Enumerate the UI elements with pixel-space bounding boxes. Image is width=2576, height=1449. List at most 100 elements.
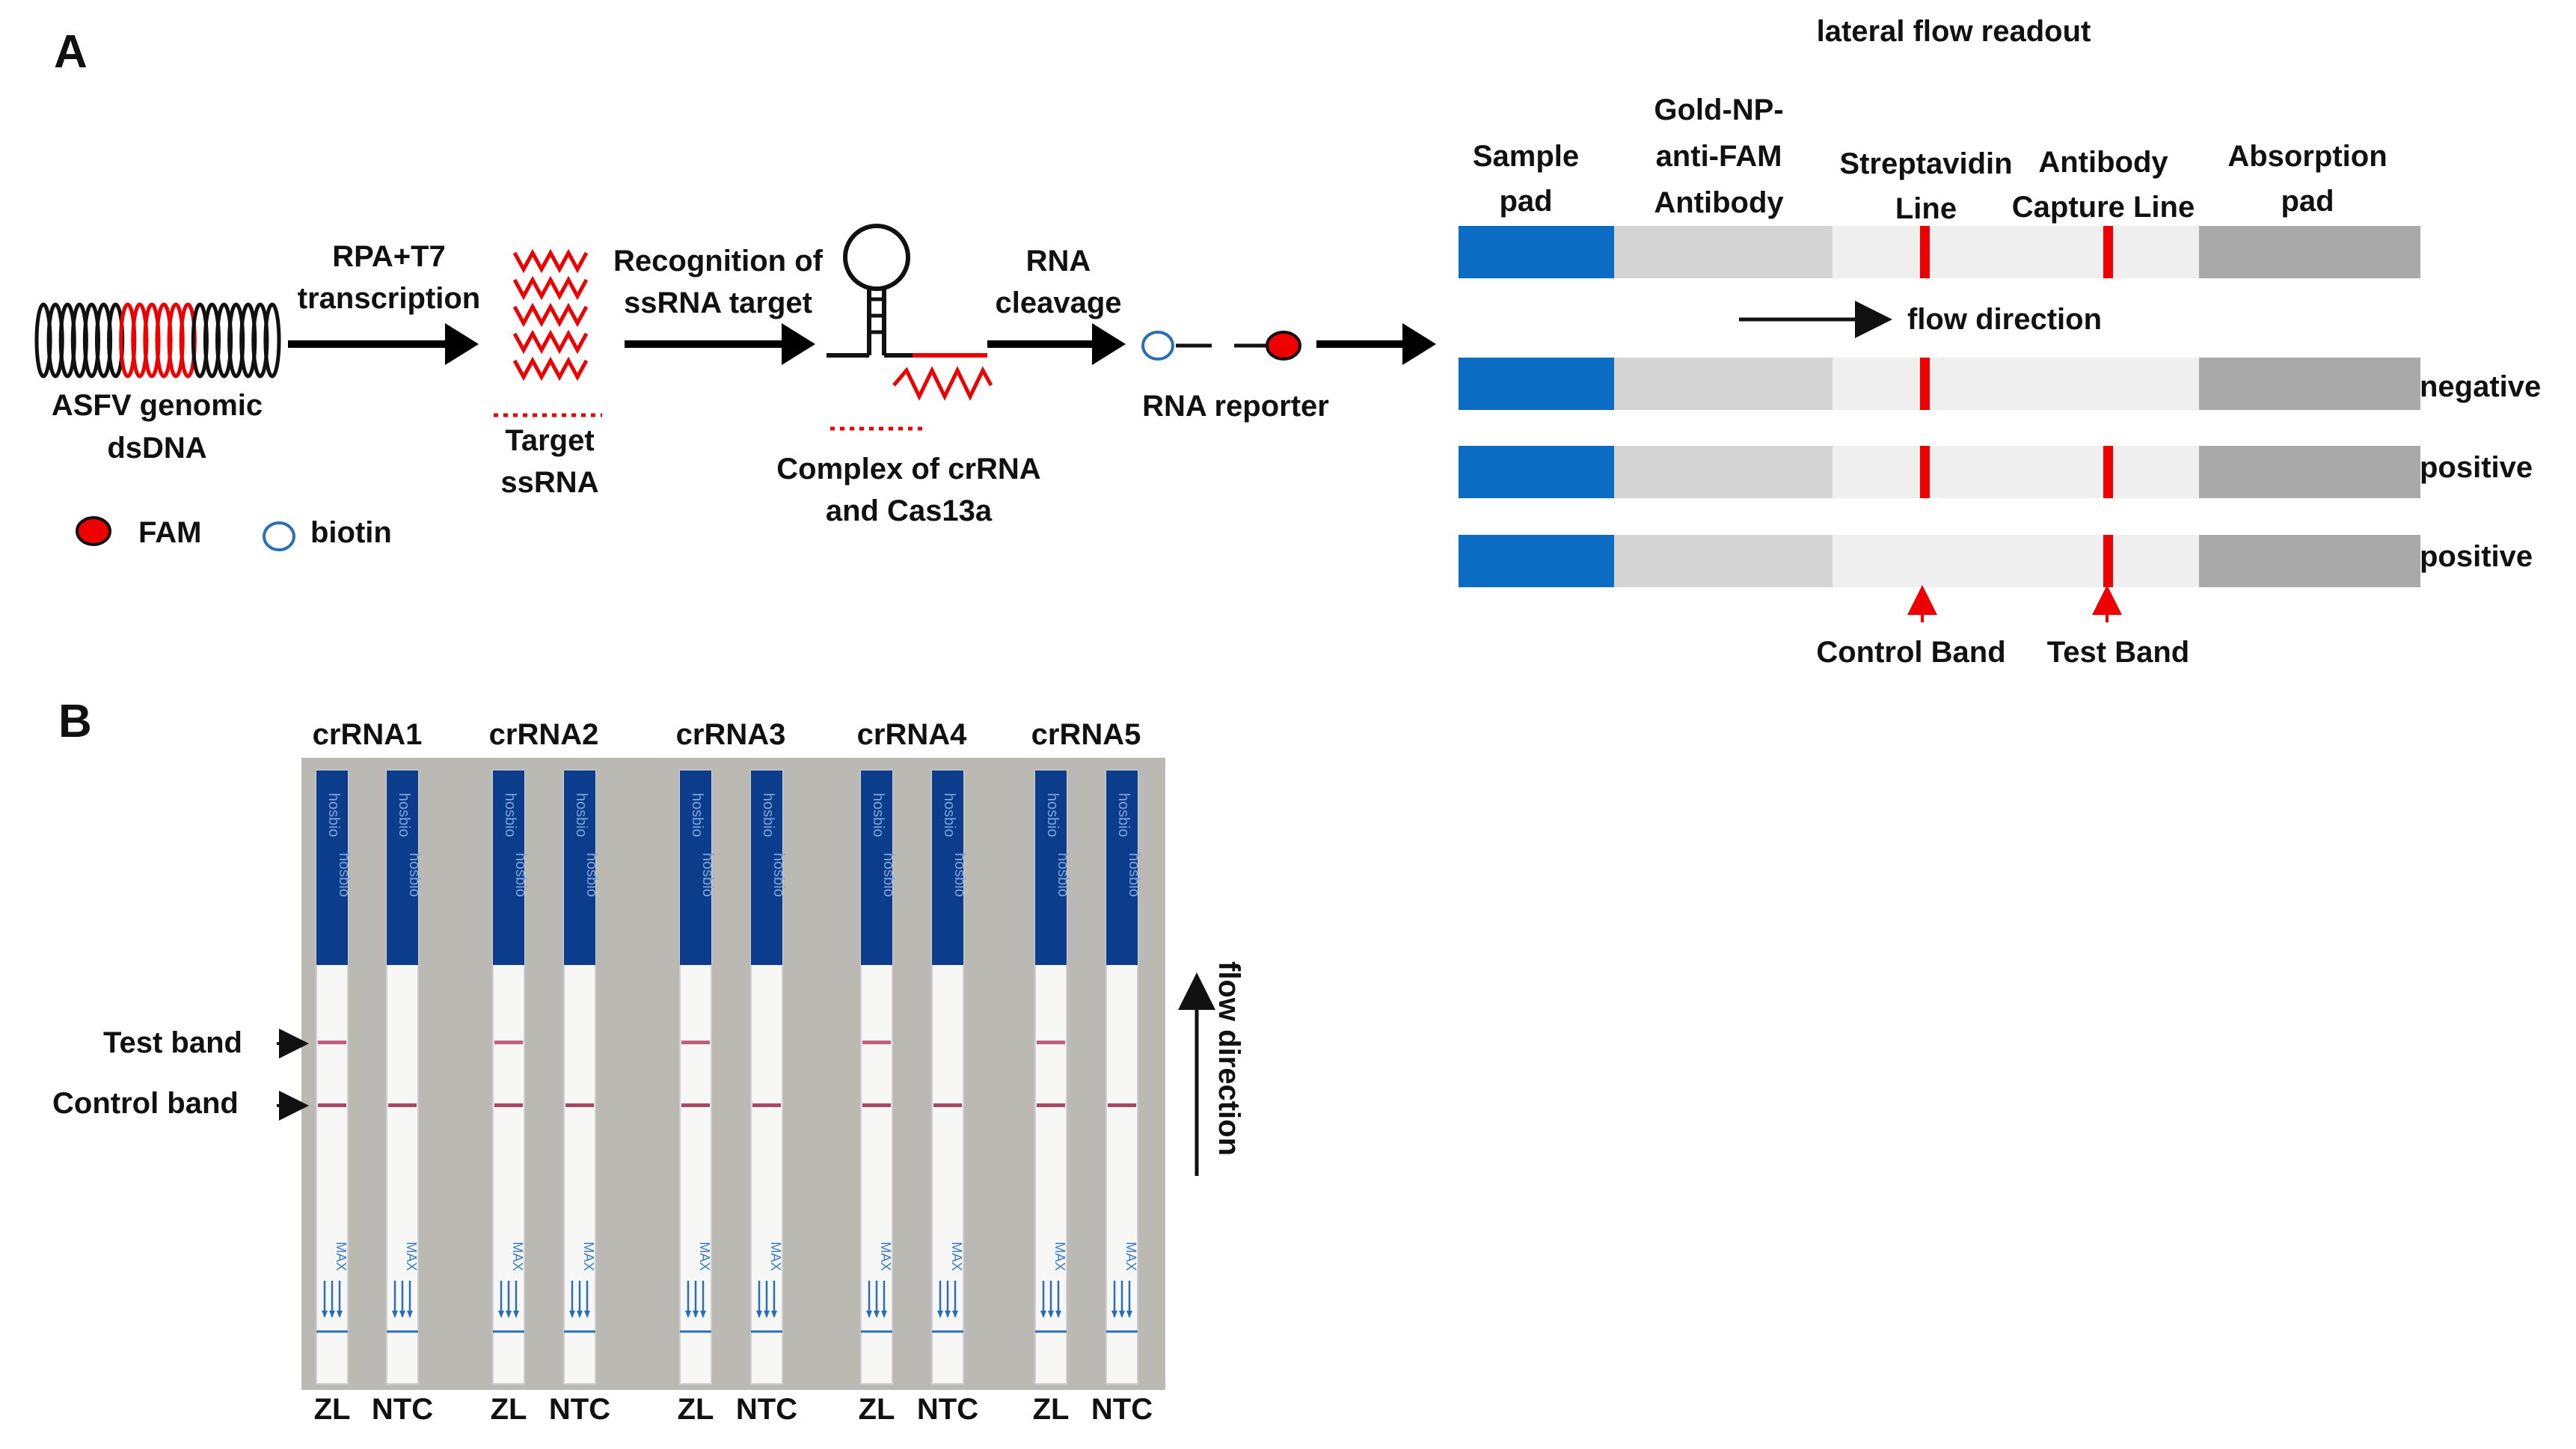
- strip-arrowhead: [771, 1311, 777, 1318]
- control-band-label: Control Band: [1816, 636, 2005, 669]
- photo-control-band: [388, 1103, 417, 1107]
- strip-arrowhead: [945, 1311, 951, 1318]
- gold-label-line2: anti-FAM: [1656, 140, 1782, 173]
- strep-label-line1: Streptavidin: [1839, 147, 2012, 180]
- crrna-label: crRNA2: [489, 718, 599, 751]
- strip-arrowhead: [874, 1311, 880, 1318]
- strip-brand: hosbio: [951, 853, 968, 897]
- crrna-label: crRNA3: [676, 718, 786, 751]
- helix-loop: [263, 302, 281, 379]
- membrane: [1833, 358, 2199, 410]
- photo-control-band: [318, 1103, 346, 1107]
- result-negative-label: negative: [2420, 370, 2541, 403]
- strip-brand: hosbio: [760, 793, 776, 837]
- strip-arrowhead: [584, 1311, 590, 1318]
- sample-label: NTC: [549, 1393, 610, 1426]
- strip-arrowhead: [1048, 1311, 1054, 1318]
- process-arrow-4: [1316, 323, 1436, 365]
- lfa-strips: [1459, 226, 2420, 587]
- strip-brand: hosbio: [583, 853, 600, 897]
- strip-arrowhead: [329, 1311, 335, 1318]
- strip-brand: hosbio: [573, 793, 589, 837]
- strip-arrowhead: [693, 1311, 699, 1318]
- strip-brand: hosbio: [1055, 853, 1071, 897]
- sample-label: ZL: [678, 1393, 714, 1426]
- membrane: [1833, 226, 2199, 278]
- conjugate-pad: [1614, 446, 1833, 498]
- lfa-title: lateral flow readout: [1817, 15, 2091, 48]
- process-arrow-1: [288, 323, 479, 365]
- strip-arrowhead: [1119, 1311, 1125, 1318]
- reporter-label: RNA reporter: [1142, 390, 1329, 423]
- membrane: [1833, 446, 2199, 498]
- sample-label: ZL: [491, 1393, 527, 1426]
- target-label-line1: Target: [505, 424, 594, 457]
- antibody-label-line2: Capture Line: [2012, 191, 2195, 224]
- strip-handle: [680, 771, 711, 965]
- strip-arrowhead: [337, 1311, 343, 1318]
- lfa-strip: [1459, 535, 2420, 587]
- step1-label-line1: RPA+T7: [332, 240, 446, 273]
- strip-max-label: MAX: [949, 1242, 964, 1271]
- strip-max-label: MAX: [878, 1242, 893, 1271]
- legend-biotin-label: biotin: [310, 516, 392, 549]
- strip-arrowhead: [937, 1311, 943, 1318]
- strip-arrowhead: [700, 1311, 706, 1318]
- panel-a-label: A: [54, 26, 88, 78]
- photo-control-band: [565, 1103, 594, 1107]
- result-positive-label-2: positive: [2420, 540, 2533, 573]
- cleaved-rna-zigzag: [892, 366, 993, 401]
- photo-control-band: [681, 1103, 710, 1107]
- step3-label-line2: cleavage: [995, 287, 1121, 319]
- strip-max-label: MAX: [768, 1242, 783, 1271]
- rna-reporter-icon: [1141, 331, 1301, 361]
- fam-legend-icon: [76, 516, 111, 546]
- strip-max-label: MAX: [581, 1242, 596, 1271]
- strip-brand: hosbio: [336, 853, 352, 897]
- panel-b-label: B: [58, 696, 92, 747]
- gold-label-line3: Antibody: [1654, 186, 1784, 219]
- strip-photo-background: [301, 758, 1165, 1390]
- target-ssrna-stack: [512, 248, 589, 382]
- strip-handle: [316, 771, 348, 965]
- absorption-label-line2: pad: [2281, 185, 2334, 218]
- flow-direction-label: flow direction: [1907, 303, 2102, 336]
- photo-test-band: [862, 1041, 891, 1044]
- sample-label: ZL: [859, 1393, 895, 1426]
- strep-label-line2: Line: [1895, 192, 1957, 225]
- strip-arrowhead: [569, 1311, 575, 1318]
- strip-arrowhead: [1111, 1311, 1117, 1318]
- photo-test-band: [681, 1041, 710, 1044]
- strip-max-label: MAX: [510, 1242, 525, 1271]
- sample-pad: [1459, 226, 1614, 278]
- step3-label-line1: RNA: [1026, 245, 1091, 278]
- ssrna-zigzag: [512, 302, 589, 328]
- strip-brand: hosbio: [1044, 793, 1061, 837]
- sample-pad-label-line2: pad: [1499, 185, 1552, 218]
- biotin-legend-icon: [263, 521, 295, 551]
- photo-flow-label: flow direction: [1212, 961, 1245, 1156]
- sample-pad-label-line1: Sample: [1473, 140, 1579, 173]
- conjugate-pad: [1614, 226, 1833, 278]
- conjugate-pad: [1614, 358, 1833, 410]
- legend-fam-label: FAM: [138, 516, 201, 549]
- complex-label-line2: and Cas13a: [826, 494, 993, 527]
- strip-handle: [564, 771, 595, 965]
- absorption-pad: [2199, 226, 2420, 278]
- ssrna-zigzag: [512, 275, 589, 301]
- control-line: [1920, 358, 1930, 410]
- strip-arrowhead: [399, 1311, 405, 1318]
- ssrna-zigzag: [512, 356, 589, 382]
- photo-control-band: [1037, 1103, 1065, 1107]
- strip-arrowhead: [577, 1311, 583, 1318]
- conjugate-pad: [1614, 535, 1833, 587]
- lfa-strip: [1459, 446, 2420, 498]
- strip-brand: hosbio: [941, 793, 957, 837]
